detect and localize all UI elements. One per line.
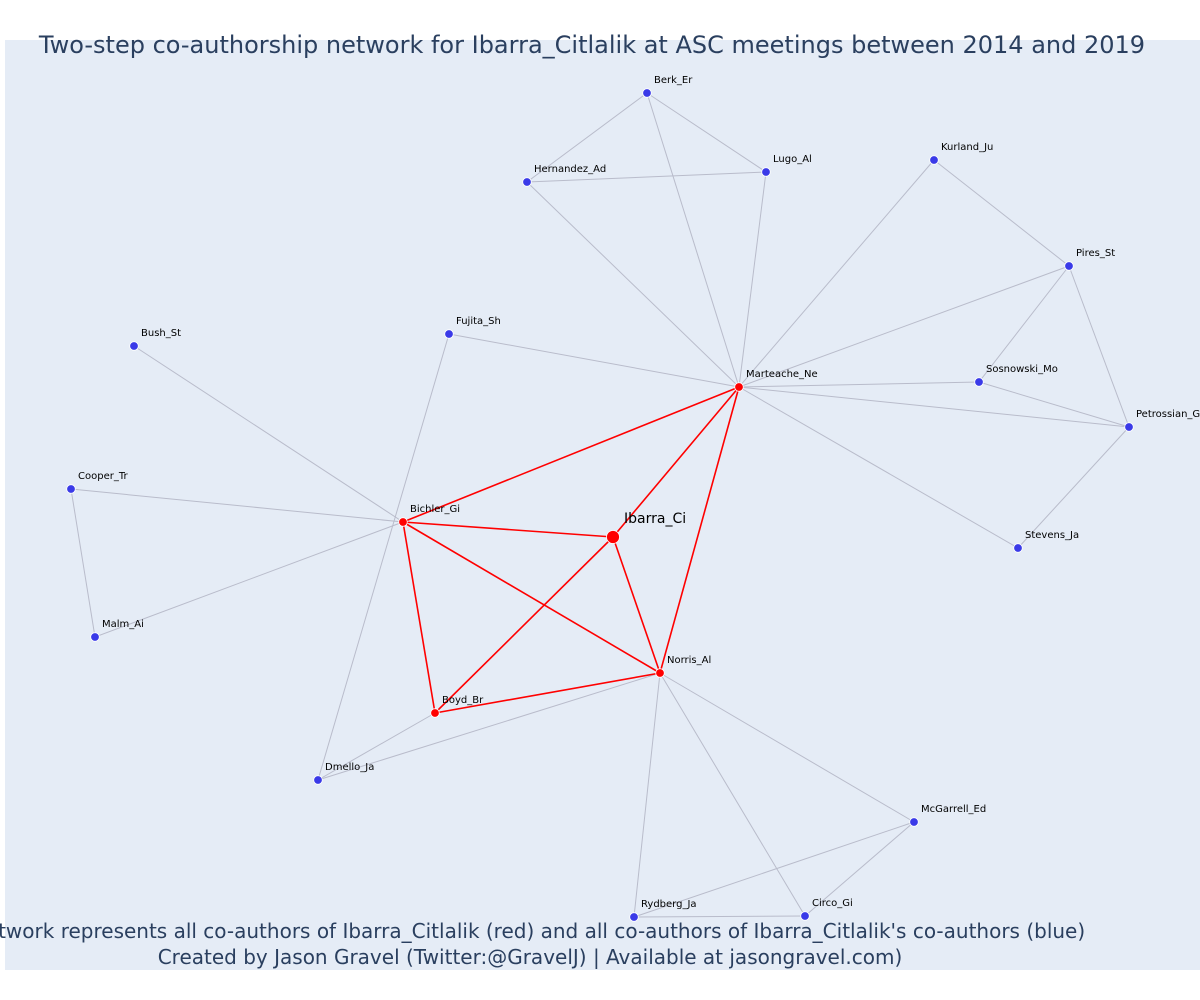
edge-sosnowski-mo-petrossian-g — [978, 381, 1130, 428]
node-bichler-gi[interactable] — [398, 517, 408, 527]
edge-berk-er-hernandez-ad — [526, 92, 648, 183]
node-label-fujita-sh: Fujita_Sh — [456, 316, 501, 327]
caption-line-2: Created by Jason Gravel (Twitter:@Gravel… — [158, 945, 903, 969]
node-label-ibarra-ci: Ibarra_Ci — [624, 511, 686, 527]
node-circo-gi[interactable] — [800, 911, 810, 921]
node-label-hernandez-ad: Hernandez_Ad — [534, 164, 606, 175]
node-sosnowski-mo[interactable] — [974, 377, 984, 387]
edge-bush-st-bichler-gi — [133, 345, 404, 523]
node-label-petrossian-g: Petrossian_G — [1136, 409, 1200, 420]
node-boyd-br[interactable] — [430, 708, 440, 718]
node-label-norris-al: Norris_Al — [667, 655, 711, 666]
edge-bichler-gi-norris-al — [402, 521, 661, 674]
edge-kurland-ju-marteache-ne — [738, 159, 935, 388]
edge-petrossian-g-marteache-ne — [738, 386, 1130, 428]
edge-ibarra-ci-bichler-gi — [402, 521, 614, 538]
edge-kurland-ju-pires-st — [933, 159, 1070, 267]
edge-marteache-ne-norris-al — [659, 386, 740, 674]
edge-pires-st-sosnowski-mo — [978, 265, 1070, 383]
edges-layer — [70, 92, 1130, 918]
node-malm-ai[interactable] — [90, 632, 100, 642]
node-fujita-sh[interactable] — [444, 329, 454, 339]
node-label-dmello-ja: Dmello_Ja — [325, 762, 374, 773]
node-label-rydberg-ja: Rydberg_Ja — [641, 899, 697, 910]
node-label-cooper-tr: Cooper_Tr — [78, 471, 128, 482]
node-cooper-tr[interactable] — [66, 484, 76, 494]
node-hernandez-ad[interactable] — [522, 177, 532, 187]
node-label-berk-er: Berk_Er — [654, 75, 693, 86]
edge-berk-er-marteache-ne — [646, 92, 740, 388]
edge-pires-st-petrossian-g — [1068, 265, 1130, 428]
node-label-pires-st: Pires_St — [1076, 248, 1115, 259]
node-label-marteache-ne: Marteache_Ne — [746, 369, 818, 380]
edge-bichler-gi-marteache-ne — [402, 386, 740, 523]
edge-ibarra-ci-norris-al — [612, 536, 661, 674]
edge-bichler-gi-boyd-br — [402, 521, 436, 714]
node-pires-st[interactable] — [1064, 261, 1074, 271]
edge-sosnowski-mo-marteache-ne — [738, 381, 980, 388]
edge-boyd-br-norris-al — [434, 672, 661, 714]
edge-stevens-ja-marteache-ne — [738, 386, 1019, 549]
node-label-malm-ai: Malm_Ai — [102, 619, 144, 630]
edge-cooper-tr-malm-ai — [70, 488, 96, 638]
caption-line-1: Network represents all co-authors of Iba… — [0, 919, 1085, 943]
node-dmello-ja[interactable] — [313, 775, 323, 785]
edge-cooper-tr-bichler-gi — [70, 488, 404, 523]
node-petrossian-g[interactable] — [1124, 422, 1134, 432]
node-label-circo-gi: Circo_Gi — [812, 898, 853, 909]
edge-hernandez-ad-lugo-al — [526, 171, 767, 183]
edge-lugo-al-marteache-ne — [738, 171, 767, 388]
edge-rydberg-ja-circo-gi — [633, 915, 806, 918]
node-rydberg-ja[interactable] — [629, 912, 639, 922]
edge-norris-al-rydberg-ja — [633, 672, 661, 918]
node-marteache-ne[interactable] — [734, 382, 744, 392]
edge-pires-st-marteache-ne — [738, 265, 1070, 388]
labels-layer: Ibarra_Ci Marteache_NeBichler_GiNorris_Al… — [78, 75, 1200, 910]
node-label-sosnowski-mo: Sosnowski_Mo — [986, 364, 1058, 375]
node-label-boyd-br: Boyd_Br — [442, 695, 484, 706]
edge-berk-er-lugo-al — [646, 92, 767, 173]
node-lugo-al[interactable] — [761, 167, 771, 177]
edge-dmello-ja-boyd-br — [317, 712, 436, 781]
node-label-mcgarrell-ed: McGarrell_Ed — [921, 804, 986, 815]
node-ibarra-ci[interactable] — [606, 530, 620, 544]
figure-title: Two-step co-authorship network for Ibarr… — [38, 31, 1145, 59]
node-norris-al[interactable] — [655, 668, 665, 678]
node-bush-st[interactable] — [129, 341, 139, 351]
edge-ibarra-ci-marteache-ne — [612, 386, 740, 538]
edge-dmello-ja-norris-al — [317, 672, 661, 781]
plot-background — [5, 40, 1200, 970]
node-label-bichler-gi: Bichler_Gi — [410, 504, 460, 515]
edge-mcgarrell-ed-circo-gi — [804, 821, 915, 917]
node-stevens-ja[interactable] — [1013, 543, 1023, 553]
edge-norris-al-mcgarrell-ed — [659, 672, 915, 823]
edge-petrossian-g-stevens-ja — [1017, 426, 1130, 549]
edge-hernandez-ad-marteache-ne — [526, 181, 740, 388]
node-berk-er[interactable] — [642, 88, 652, 98]
edge-norris-al-circo-gi — [659, 672, 806, 917]
node-mcgarrell-ed[interactable] — [909, 817, 919, 827]
edge-mcgarrell-ed-rydberg-ja — [633, 821, 915, 918]
node-label-lugo-al: Lugo_Al — [773, 154, 812, 165]
edge-malm-ai-bichler-gi — [94, 521, 404, 638]
node-label-kurland-ju: Kurland_Ju — [941, 142, 993, 153]
node-label-stevens-ja: Stevens_Ja — [1025, 530, 1079, 541]
node-label-bush-st: Bush_St — [141, 328, 181, 339]
edge-fujita-sh-marteache-ne — [448, 333, 740, 388]
nodes-layer — [66, 88, 1134, 922]
edge-fujita-sh-dmello-ja — [317, 333, 450, 781]
node-kurland-ju[interactable] — [929, 155, 939, 165]
edge-ibarra-ci-boyd-br — [434, 536, 614, 714]
